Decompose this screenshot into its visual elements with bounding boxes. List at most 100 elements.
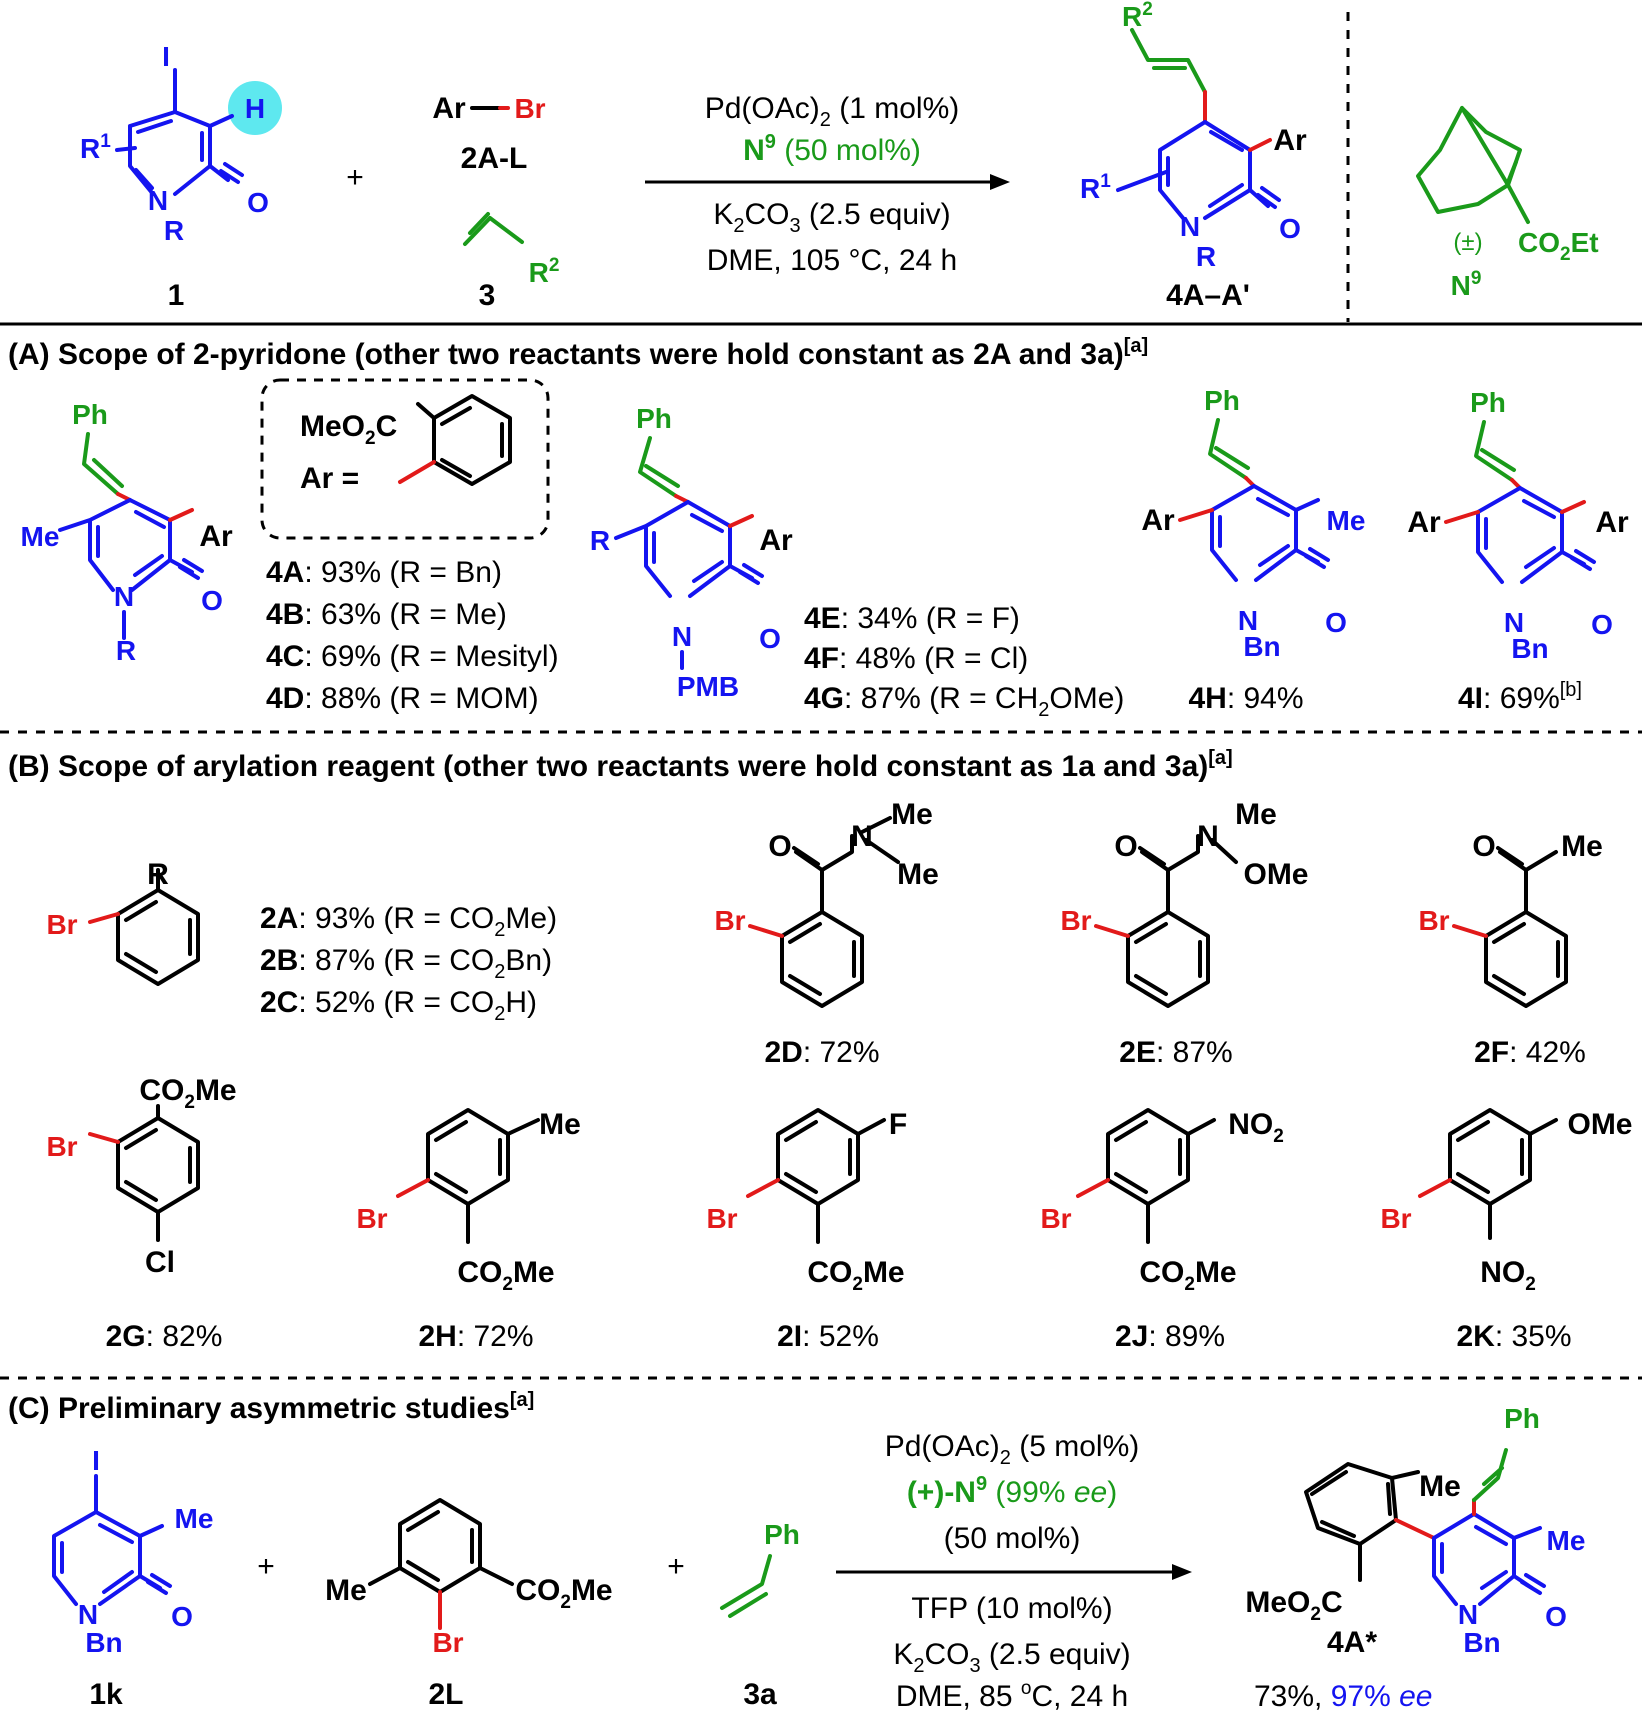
ar-label: Ar	[432, 92, 466, 125]
ester-label: CO2Me	[515, 1574, 612, 1613]
ar-label: Ar	[199, 520, 233, 553]
plus-sign-1: +	[257, 1550, 275, 1583]
ar-left-label: Ar	[1407, 506, 1441, 539]
n-label: N	[78, 1599, 98, 1630]
ester-label: CO2Me	[807, 1256, 904, 1295]
n-label: N	[672, 621, 692, 652]
compound-2j: NO2 Br CO2Me 2J: 89%	[1040, 1108, 1284, 1353]
result-4f: 4F: 48% (R = Cl)	[804, 642, 1028, 675]
product-r2-label: R2	[1122, 0, 1153, 32]
compound-2e: O N Me OMe Br 2E: 87%	[1060, 798, 1308, 1069]
result-4c: 4C: 69% (R = Mesityl)	[266, 640, 559, 673]
result-2j: 2J: 89%	[1115, 1320, 1225, 1353]
section-a-results-4e-4g: 4E: 34% (R = F) 4F: 48% (R = Cl) 4G: 87%…	[804, 602, 1124, 721]
product-ar-label: Ar	[1273, 124, 1307, 157]
ome-label: OMe	[1243, 858, 1308, 891]
product-4a-star: Ph Me Me MeO2C N O Bn 4A* 73%, 97% ee	[1245, 1403, 1585, 1713]
racemic-label: (±)	[1453, 229, 1482, 256]
br-label: Br	[432, 1627, 463, 1658]
n-substituent-r-label: R	[164, 215, 184, 246]
ar-label: Ar	[759, 524, 793, 557]
me-label: Me	[539, 1108, 581, 1141]
compound-2f: O Me Br 2F: 42%	[1418, 830, 1602, 1069]
section-b-title: (B) Scope of arylation reagent (other tw…	[8, 747, 1233, 783]
n-label: N	[114, 581, 134, 612]
result-4a: 4A: 93% (R = Bn)	[266, 556, 502, 589]
o-label: O	[171, 1601, 193, 1632]
reactant-3-alkene: R2 3	[463, 212, 560, 312]
iodo-label: I	[92, 1445, 100, 1476]
section-a-molecule-1: Ph Me Ar N O R	[21, 399, 233, 666]
result-2f: 2F: 42%	[1474, 1036, 1586, 1069]
meo2c-label: MeO2C	[1245, 1586, 1342, 1625]
carbonyl-o-label: O	[247, 187, 269, 218]
compound-2k: OMe Br NO2 2K: 35%	[1380, 1108, 1633, 1353]
cond-n9-ligand: N9 (50 mol%)	[743, 131, 921, 167]
product-n-label: N	[1180, 211, 1200, 242]
top-reaction-arrow-conditions: Pd(OAc)2 (1 mol%) N9 (50 mol%) K2CO3 (2.…	[645, 92, 1010, 277]
f-label: F	[889, 1108, 907, 1141]
cond-solvent-temp-time: DME, 105 °C, 24 h	[707, 244, 957, 277]
n-label: N	[851, 820, 873, 853]
ester-label: CO2Me	[1139, 1256, 1236, 1295]
ome-label: OMe	[1567, 1108, 1632, 1141]
br-label: Br	[706, 1203, 737, 1234]
cond-ligand-loading: (50 mol%)	[944, 1522, 1081, 1555]
compound-3a-label: 3a	[743, 1678, 777, 1711]
me-aryl-label: Me	[1419, 1470, 1461, 1503]
o-label: O	[201, 585, 223, 616]
ph-label: Ph	[72, 399, 108, 430]
compound-2d: O N Me Me Br 2D: 72%	[714, 798, 938, 1069]
result-4e: 4E: 34% (R = F)	[804, 602, 1020, 635]
n-label: N	[1238, 605, 1258, 636]
iodo-label: I	[162, 41, 170, 72]
section-b-results-2a-2c: 2A: 93% (R = CO2Me) 2B: 87% (R = CO2Bn) …	[260, 902, 557, 1025]
ar-right-label: Ar	[1595, 506, 1629, 539]
me-bottom-label: Me	[897, 858, 939, 891]
compound-1k: I Me N O Bn 1k	[52, 1445, 214, 1711]
ligand-label: N9	[1451, 268, 1482, 301]
ph-label: Ph	[636, 403, 672, 434]
br-label: Br	[1060, 905, 1091, 936]
section-a-molecule-2: Ph R Ar N O PMB	[590, 403, 793, 702]
cond-base: K2CO3 (2.5 equiv)	[713, 198, 950, 237]
ester-label: CO2Me	[139, 1074, 236, 1113]
cond-solvent-temp-time: DME, 85 oC, 24 h	[896, 1678, 1128, 1713]
bn-label: Bn	[85, 1627, 122, 1658]
br-label: Br	[46, 1131, 77, 1162]
section-a-molecule-4i: Ph Ar Ar N O Bn 4I: 69%[b]	[1407, 387, 1629, 715]
ph-label: Ph	[1504, 1403, 1540, 1434]
r2-label: R2	[529, 255, 560, 288]
section-c-reaction-conditions: Pd(OAc)2 (5 mol%) (+)-N9 (99% ee) (50 mo…	[836, 1430, 1192, 1713]
ester-label: CO2Me	[457, 1256, 554, 1295]
result-4i: 4I: 69%[b]	[1458, 679, 1582, 715]
o-label: O	[759, 623, 781, 654]
compound-2l-label: 2L	[428, 1678, 463, 1711]
meo2c-label: MeO2C	[300, 410, 397, 449]
plus-sign-2: +	[667, 1550, 685, 1583]
result-4g: 4G: 87% (R = CH2OMe)	[804, 682, 1124, 721]
nitro-label: NO2	[1228, 1108, 1284, 1147]
cond-additive: TFP (10 mol%)	[911, 1592, 1112, 1625]
bn-label: Bn	[1243, 631, 1280, 662]
r-label: R	[590, 525, 610, 556]
o-label: O	[1114, 830, 1137, 863]
section-b-generic-bromide: R Br	[46, 858, 200, 986]
ch-highlight-circle	[228, 81, 282, 135]
br-label: Br	[714, 905, 745, 936]
br-label: Br	[356, 1203, 387, 1234]
ar-equals-label: Ar =	[300, 462, 359, 495]
me-label: Me	[175, 1503, 214, 1534]
result-2a: 2A: 93% (R = CO2Me)	[260, 902, 557, 941]
cond-pd-catalyst: Pd(OAc)2 (5 mol%)	[885, 1430, 1140, 1469]
n-label: N	[1458, 1599, 1478, 1630]
me-label: Me	[1561, 830, 1603, 863]
me-label: Me	[325, 1574, 367, 1607]
section-a-title: (A) Scope of 2-pyridone (other two react…	[8, 335, 1148, 371]
result-4d: 4D: 88% (R = MOM)	[266, 682, 539, 715]
compound-3a-styrene: Ph 3a	[720, 1519, 800, 1711]
cl-label: Cl	[145, 1246, 175, 1279]
ligand-n9-norbornene: (±) CO2Et N9	[1416, 106, 1599, 301]
o-label: O	[1472, 830, 1495, 863]
